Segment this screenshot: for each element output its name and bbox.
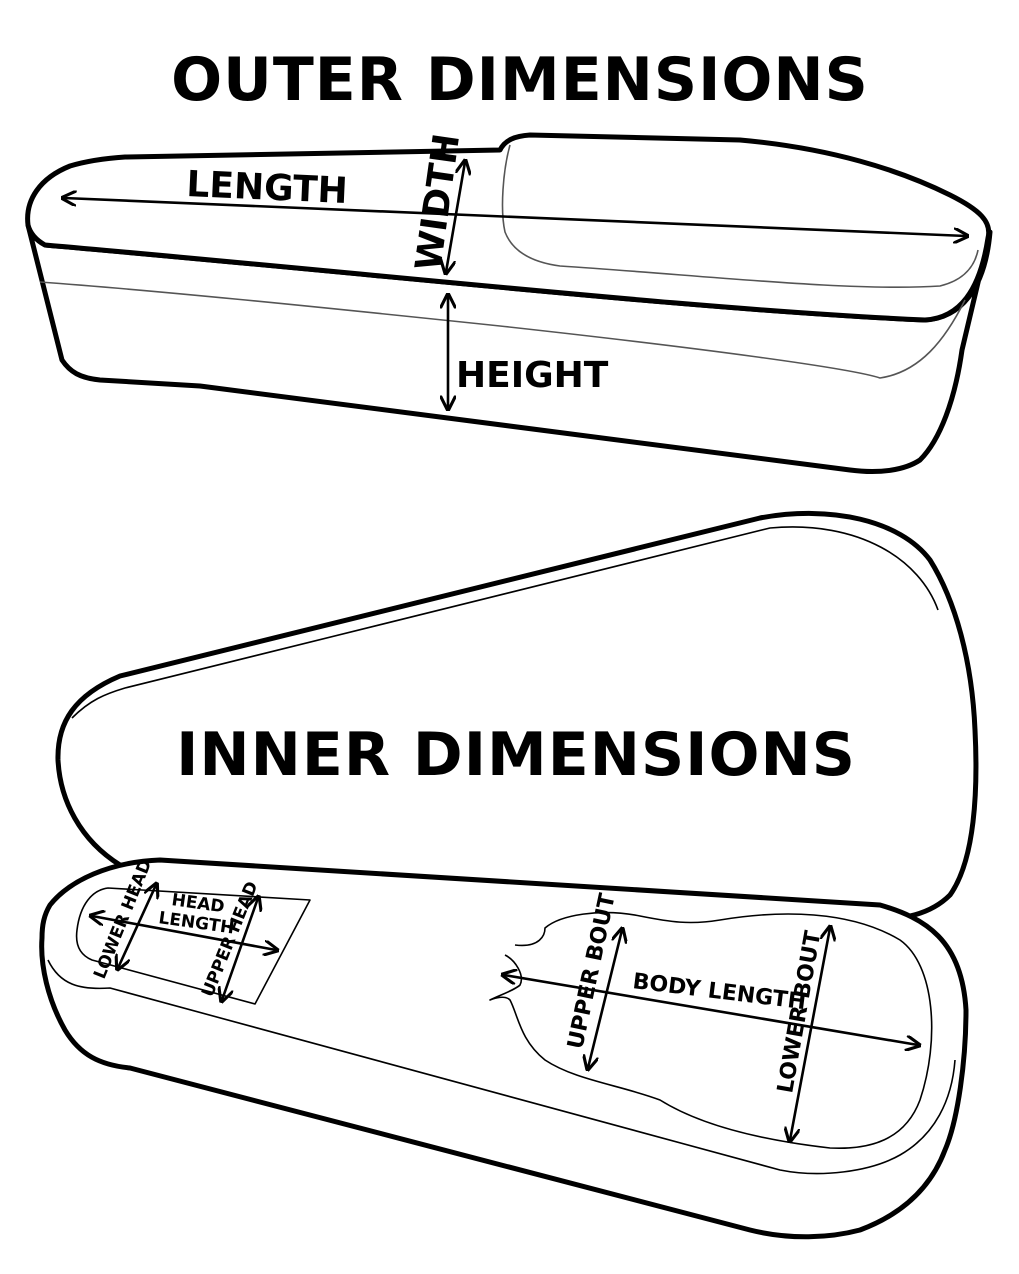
length-arrow [64,198,966,236]
outer-case-drawing [25,132,993,475]
upper-bout-arrow [588,930,622,1068]
inner-case-floor [47,959,956,1175]
body-length-arrow [504,975,918,1045]
height-label: HEIGHT [456,355,609,396]
inner-case-lid [55,510,979,921]
head-pocket [75,887,311,1005]
outer-dimensions-title: OUTER DIMENSIONS [171,45,869,115]
inner-dimensions-title: INNER DIMENSIONS [176,720,856,790]
inner-case-drawing [39,510,979,1240]
width-arrow [446,162,465,272]
lower-bout-arrow [790,928,830,1140]
length-label: LENGTH [186,164,349,212]
upper-head-arrow [222,898,258,1000]
inner-case-lid-rim [71,526,939,719]
outer-case-seam [39,281,966,379]
